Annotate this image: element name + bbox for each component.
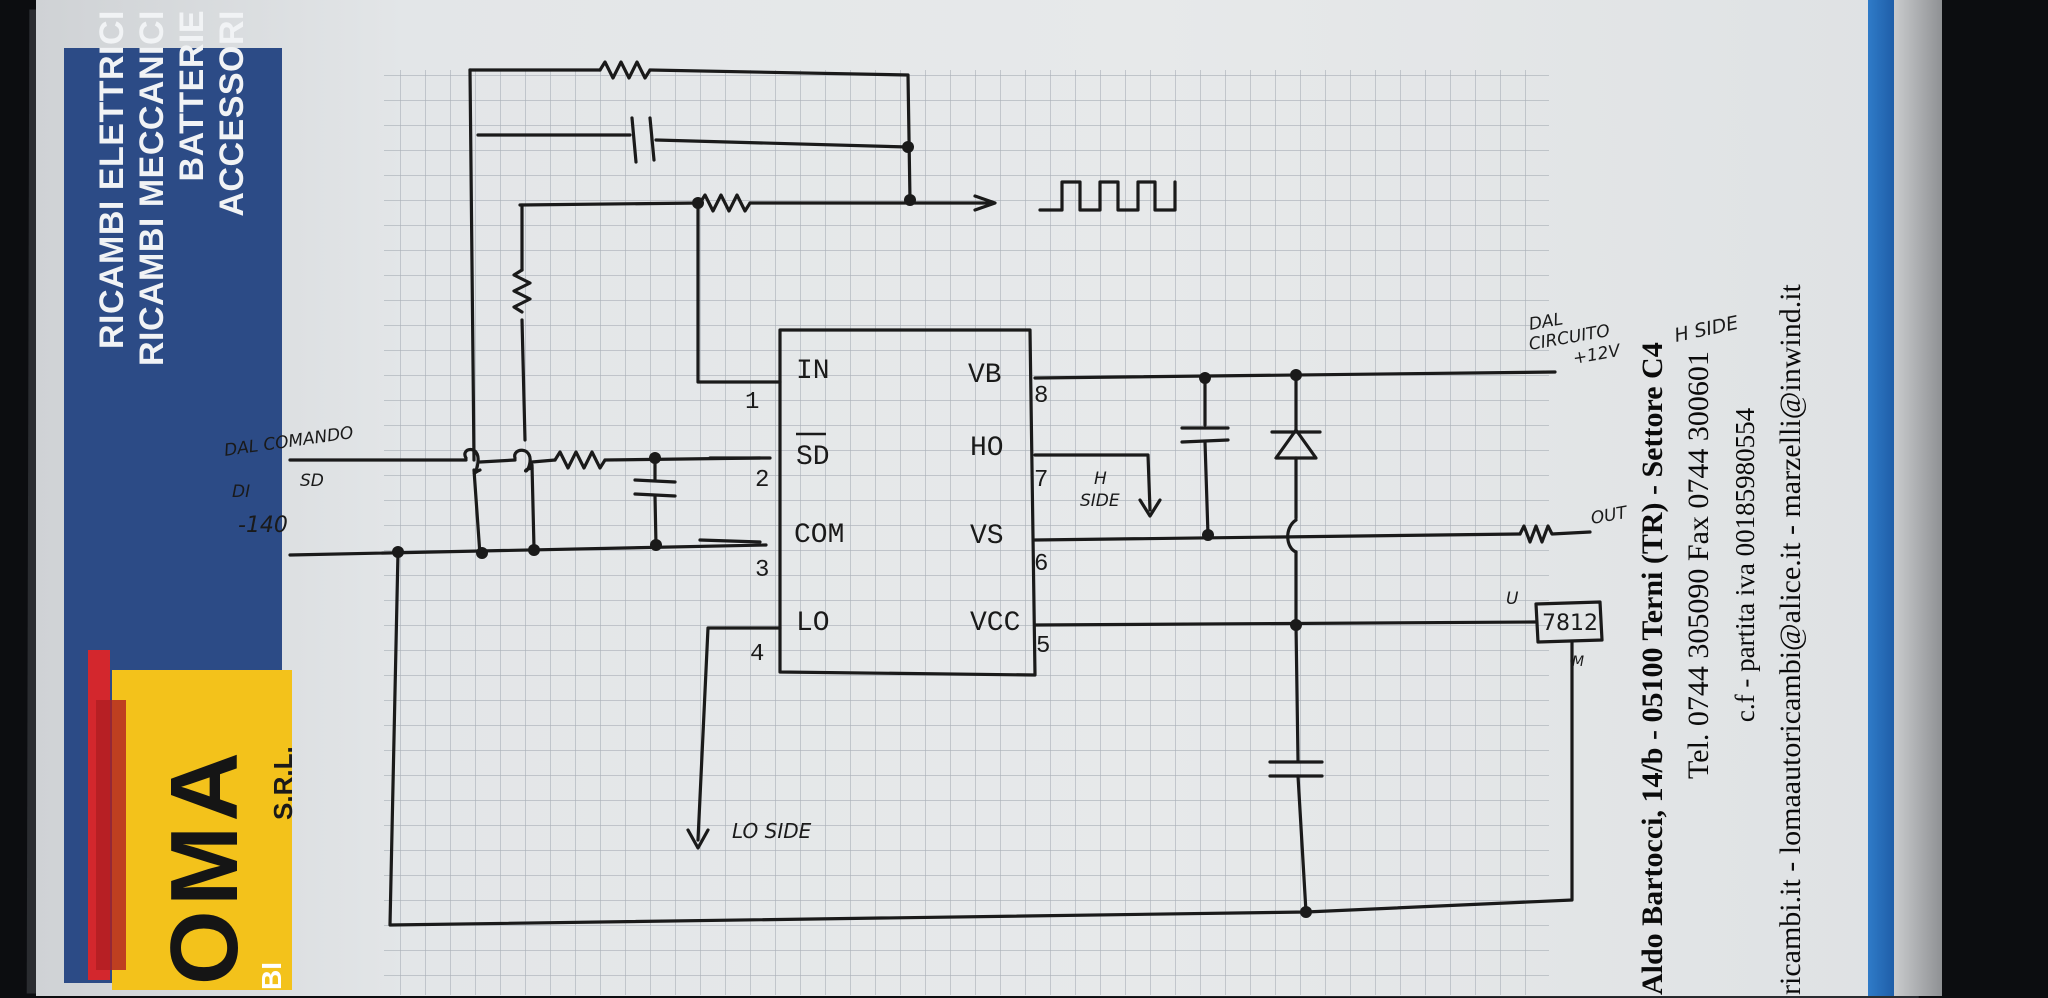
advert-text: RICAMBI ELETTRICI RICAMBI MECCANICI BATT…	[92, 10, 252, 380]
logo-letter-3: A	[151, 752, 258, 822]
logo-suffix: S.R.L.	[268, 746, 298, 820]
note-out: OUT	[1589, 503, 1630, 529]
logo-fragment: BI	[256, 962, 287, 990]
pin-num-5: 5	[1036, 633, 1050, 660]
resistor-sd	[553, 450, 607, 470]
pin-label-com: COM	[794, 520, 844, 551]
advert-line-3: BATTERIE	[173, 10, 211, 182]
note-h-side-pin-2: SIDE	[1080, 491, 1120, 511]
address-line-4: ricambi.it - lomaautoricambi@alice.it - …	[1774, 284, 1807, 995]
junctions	[392, 141, 1312, 918]
note-reg-u: U	[1506, 589, 1519, 609]
pin-label-vcc: VCC	[970, 608, 1020, 639]
pin-num-8: 8	[1034, 383, 1048, 410]
pin-num-4: 4	[750, 641, 764, 668]
notebook-page-edge	[1894, 0, 1942, 996]
pin-num-7: 7	[1034, 467, 1048, 494]
ic-labels: IN SD COM LO VB HO VS VCC 1 2 3 4 8 7 6 …	[745, 356, 1050, 668]
resistor-out	[1518, 524, 1592, 544]
resistor-mid	[698, 193, 752, 213]
address-line-2: Tel. 0744 305090 Fax 0744 300601	[1682, 351, 1715, 779]
pin-label-vs: VS	[970, 521, 1004, 552]
note-h-side-pin: H	[1094, 469, 1107, 489]
square-wave	[1038, 180, 1177, 212]
note-dal-comando-di: DI	[232, 482, 250, 502]
note-dal-comando-sd: SD	[300, 471, 324, 491]
note-reg-m: M	[1572, 654, 1584, 670]
advert-line-2: RICAMBI MECCANICI	[133, 10, 171, 367]
advert-line-1: RICAMBI ELETTRICI	[93, 10, 131, 350]
pin-label-ho: HO	[970, 433, 1004, 464]
resistor-top	[598, 60, 652, 80]
pin-num-6: 6	[1034, 551, 1048, 578]
pin-label-in: IN	[796, 356, 830, 387]
logo-letter-2: M	[151, 825, 258, 906]
advert-banner	[64, 48, 292, 990]
logo-letter-1: O	[151, 910, 258, 985]
pin-num-2: 2	[755, 467, 769, 494]
note-lo-side: LO SIDE	[732, 819, 812, 843]
address-line-1: Aldo Bartocci, 14/b - 05100 Terni (TR) -…	[1636, 342, 1669, 995]
shop-address: Aldo Bartocci, 14/b - 05100 Terni (TR) -…	[1630, 135, 1814, 995]
advert-logo: O M A	[150, 752, 260, 985]
notebook-blue-edge	[1868, 0, 1894, 996]
address-line-3: c.f - partita iva 00185980554	[1730, 407, 1760, 723]
capacitor-vcc	[1268, 760, 1324, 778]
note-minus-140: -140	[238, 513, 288, 538]
capacitor-top	[630, 116, 656, 164]
pin-num-3: 3	[755, 557, 769, 584]
grid-area	[384, 70, 1549, 995]
regulator-label: 7812	[1542, 611, 1598, 636]
ic-body	[778, 328, 1037, 677]
pin-num-1: 1	[745, 389, 759, 416]
pin-label-sd: SD	[796, 442, 830, 473]
regulator-box	[1534, 600, 1604, 644]
pin-label-lo: LO	[796, 608, 830, 639]
resistor-left	[512, 268, 532, 314]
advert-line-4: ACCESSORI	[213, 10, 251, 217]
pin-label-vb: VB	[968, 360, 1002, 391]
